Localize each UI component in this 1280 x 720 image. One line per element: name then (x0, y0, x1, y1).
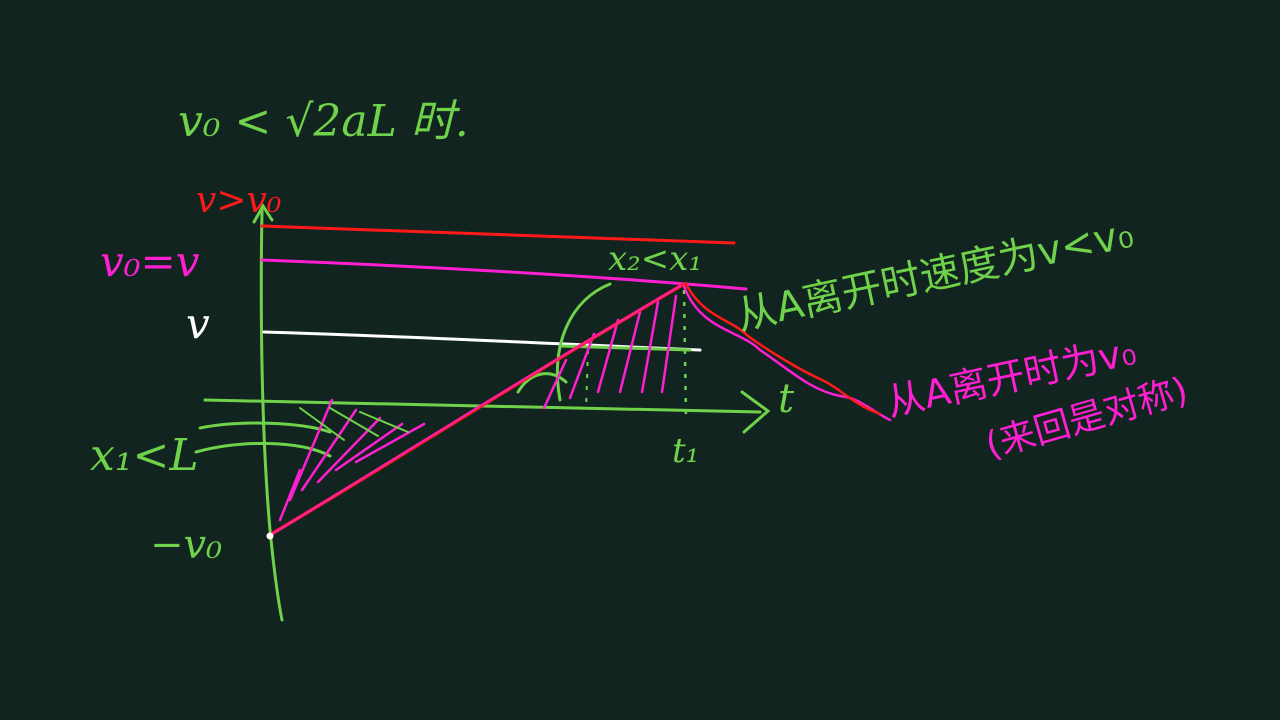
label-v0-equals-v: v₀=v (100, 237, 200, 286)
t-axis-line (203, 398, 762, 414)
t1-dotted-guide (682, 289, 688, 421)
leader-line-red (684, 282, 882, 416)
left-arc-lower (194, 442, 332, 458)
t-axis-arrow-icon (740, 390, 771, 434)
hatching-lower-left (278, 398, 426, 522)
label-neg-v0: −v₀ (150, 522, 222, 568)
label-x2-less-x1: x₂<x₁ (608, 239, 702, 279)
right-green-arc (555, 282, 612, 402)
v-axis-line (259, 208, 284, 622)
angle-arc (516, 372, 568, 394)
inner-dotted-guide (585, 349, 589, 411)
hatching-upper-right (542, 294, 678, 410)
label-v-greater-v0: v>v₀ (196, 180, 281, 221)
green-note: 从A离开时速度为v<v₀ (733, 211, 1138, 340)
t1-label: t₁ (672, 431, 699, 471)
start-point-dot (266, 532, 274, 540)
label-x1-less-L: x₁<L (90, 430, 199, 481)
green-level-line (558, 344, 692, 352)
t-axis-label: t (778, 376, 795, 422)
hatching-lower-left-cross (299, 407, 409, 441)
v-axis-arrow-icon (252, 203, 274, 224)
title-condition: v₀ < √2aL 时. (178, 96, 469, 147)
leader-line-magenta (682, 284, 892, 422)
red-level-line (260, 224, 736, 245)
label-v: v (186, 299, 210, 348)
velocity-diagonal-overlay (271, 285, 681, 535)
